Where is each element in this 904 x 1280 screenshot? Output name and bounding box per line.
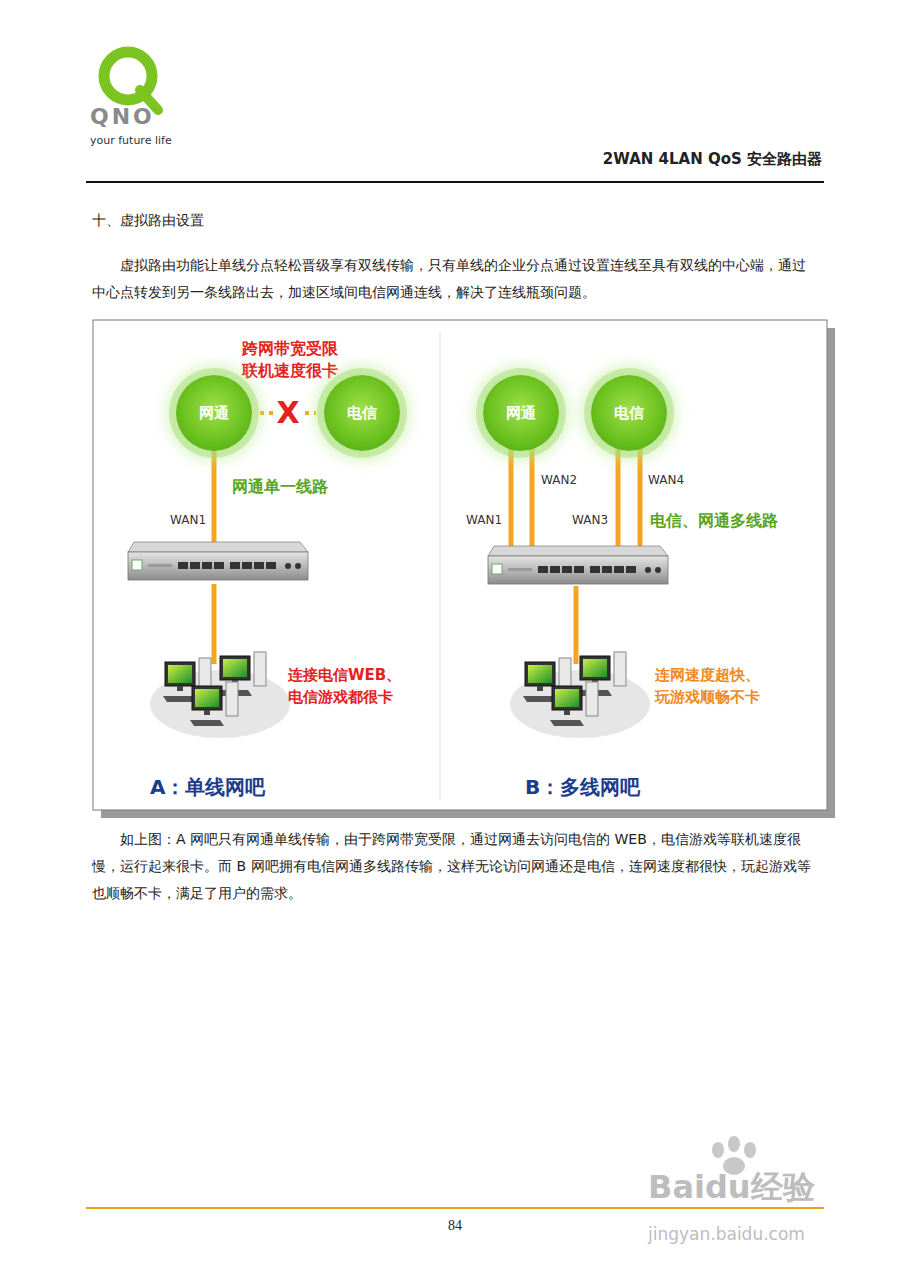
line-label: 电信、网通多线路 — [650, 511, 778, 532]
intro-paragraph: 虚拟路由功能让单线分点轻松晋级享有双线传输，只有单线的企业分点通过设置连线至具有… — [92, 252, 812, 306]
edge-label: X — [274, 398, 301, 428]
result-note: 连接电信WEB、 电信游戏都很卡 — [288, 664, 412, 708]
port-label: WAN3 — [572, 513, 608, 527]
node-text: 电信 — [614, 404, 644, 423]
node-text: 网通 — [199, 404, 229, 423]
node-text: 电信 — [347, 404, 377, 423]
page-number: 84 — [440, 1218, 470, 1234]
port-label: WAN1 — [170, 513, 206, 527]
result-note: 连网速度超快、 玩游戏顺畅不卡 — [655, 664, 779, 708]
network-circle: 电信 — [591, 375, 667, 451]
line-label: 网通单一线路 — [232, 477, 328, 498]
port-label: WAN4 — [648, 473, 684, 487]
network-circle: 网通 — [483, 375, 559, 451]
logo-text: QNO — [90, 104, 155, 129]
network-circle: 网通 — [176, 375, 252, 451]
logo-slogan: your future life — [90, 134, 172, 147]
node-text: 网通 — [506, 404, 536, 423]
port-label: WAN1 — [466, 513, 502, 527]
caption-text: 如上图：A 网吧只有网通单线传输，由于跨网带宽受限，通过网通去访问电信的 WEB… — [92, 826, 820, 907]
watermark: jingyan.baidu.com — [648, 1224, 805, 1244]
port-label: WAN2 — [541, 473, 577, 487]
section-title: 十、虚拟路由设置 — [92, 212, 492, 230]
panel-title: B：多线网吧 — [525, 774, 640, 801]
network-circle: 电信 — [324, 375, 400, 451]
warning-note: 跨网带宽受限 联机速度很卡 — [240, 338, 340, 382]
panel-title: A：单线网吧 — [150, 774, 265, 801]
page-header: 2WAN 4LAN QoS 安全路由器 — [560, 150, 822, 169]
watermark: Baidu经验 — [648, 1166, 815, 1210]
